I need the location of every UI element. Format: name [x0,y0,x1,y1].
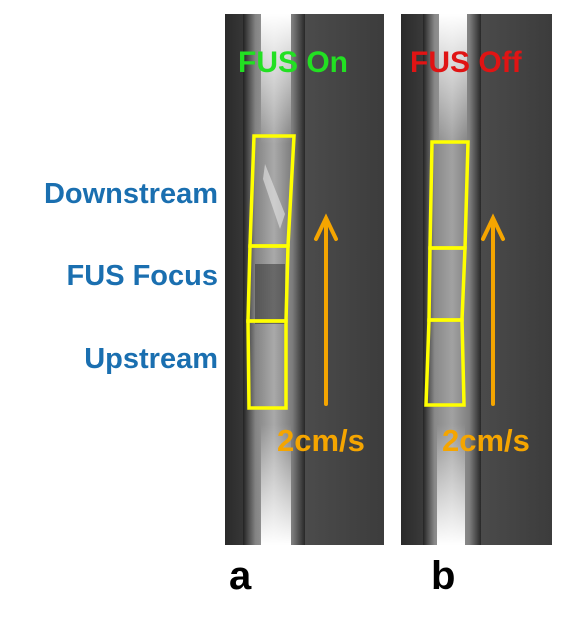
panel-letter-a: a [229,554,252,598]
mri-image-b [401,14,552,545]
flow-arrow-b [481,213,505,406]
status-label-b: FUS Off [410,46,522,79]
mri-panel-b: FUS Off 2cm/s [401,14,552,545]
label-downstream: Downstream [43,178,218,210]
mri-image-a [225,14,384,545]
panel-letter-b: b [431,554,456,598]
flow-speed-a: 2cm/s [277,423,365,458]
region-boxes-a [246,134,296,410]
flow-arrow-a [314,213,338,406]
mri-panel-a: FUS On 2cm/s [225,14,384,545]
label-fus-focus: FUS Focus [66,260,218,292]
label-upstream: Upstream [84,343,218,375]
flow-speed-b: 2cm/s [442,423,530,458]
status-label-a: FUS On [238,46,348,79]
region-boxes-b [424,140,470,407]
